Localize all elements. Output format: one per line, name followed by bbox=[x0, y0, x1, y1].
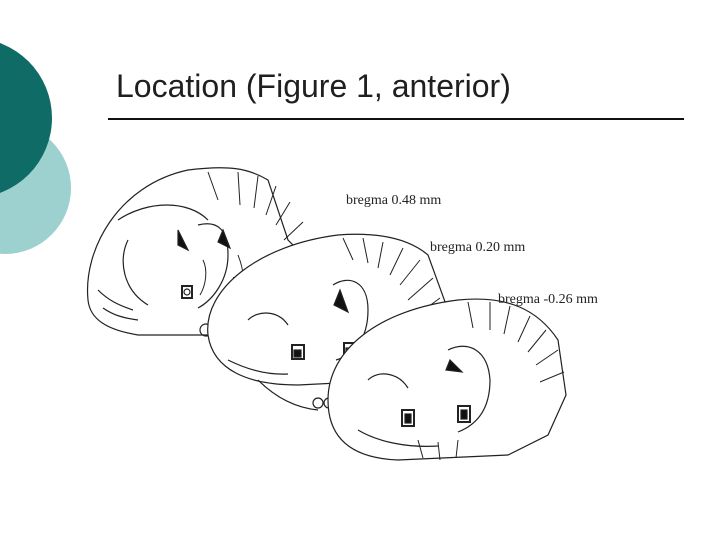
brain-sections-figure bbox=[86, 167, 567, 461]
brain-section-1 bbox=[86, 167, 329, 337]
section-label-2: bregma 0.20 mm bbox=[430, 240, 526, 255]
slide-decoration bbox=[0, 43, 71, 254]
section-label-1: bregma 0.48 mm bbox=[346, 193, 442, 208]
brain-section-3 bbox=[327, 298, 567, 461]
section-label-3: bregma -0.26 mm bbox=[498, 292, 598, 307]
slide-title: Location (Figure 1, anterior) bbox=[116, 68, 511, 104]
decoration-circle-dark bbox=[0, 43, 52, 193]
title-underline bbox=[108, 118, 684, 120]
